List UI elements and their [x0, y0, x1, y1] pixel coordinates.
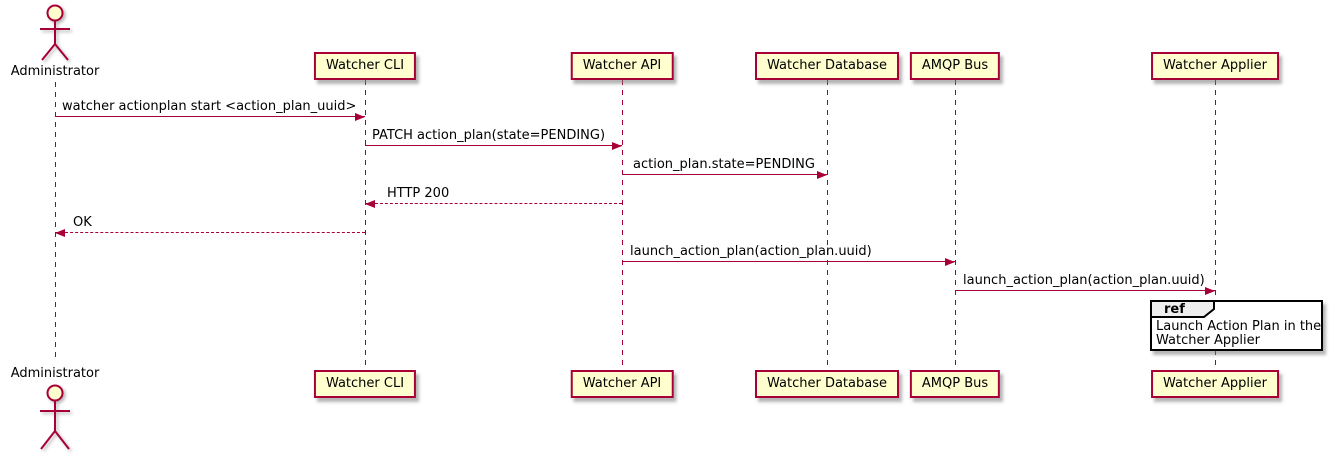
- ref-body: Launch Action Plan in the Watcher Applie…: [1156, 320, 1321, 348]
- lifeline-amqp-bus: [955, 80, 956, 370]
- message-line: [55, 232, 365, 233]
- message-label: launch_action_plan(action_plan.uuid): [630, 244, 872, 259]
- participant-watcher-applier-bottom: Watcher Applier: [1151, 370, 1279, 398]
- message-label: watcher actionplan start <action_plan_uu…: [62, 99, 357, 114]
- participant-watcher-database-bottom: Watcher Database: [755, 370, 899, 398]
- arrowhead-icon: [355, 113, 365, 121]
- participant-watcher-cli-bottom: Watcher CLI: [313, 370, 417, 398]
- arrowhead-icon: [945, 258, 955, 266]
- message-label: PATCH action_plan(state=PENDING): [372, 128, 606, 143]
- message-patch-action-plan: PATCH action_plan(state=PENDING): [365, 128, 622, 150]
- lifeline-watcher-applier: [1215, 80, 1216, 370]
- lifeline-watcher-database: [827, 80, 828, 370]
- message-line: [365, 145, 622, 146]
- lifeline-watcher-api: [622, 80, 623, 370]
- arrowhead-icon: [365, 200, 375, 208]
- message-line: [955, 290, 1215, 291]
- message-label: OK: [73, 215, 92, 230]
- arrowhead-icon: [55, 229, 65, 237]
- ref-text-line2: Watcher Applier: [1156, 333, 1260, 348]
- ref-keyword: ref: [1164, 302, 1185, 317]
- ref-text-line1: Launch Action Plan in the: [1156, 319, 1322, 334]
- arrowhead-icon: [817, 171, 827, 179]
- message-line: [55, 116, 365, 117]
- message-start-actionplan: watcher actionplan start <action_plan_uu…: [55, 99, 365, 121]
- message-label: HTTP 200: [387, 186, 450, 201]
- lifeline-watcher-cli: [365, 80, 366, 370]
- lifeline-administrator: [55, 82, 56, 362]
- message-state-pending: action_plan.state=PENDING: [622, 157, 827, 179]
- message-ok: OK: [55, 215, 365, 237]
- message-launch-to-applier: launch_action_plan(action_plan.uuid): [955, 273, 1215, 295]
- participant-watcher-cli-top: Watcher CLI: [313, 52, 417, 80]
- arrowhead-icon: [612, 142, 622, 150]
- message-line: [622, 261, 955, 262]
- ref-pentagon-icon: [1150, 300, 1215, 318]
- message-line: [622, 174, 827, 175]
- actor-icon: [40, 4, 70, 61]
- message-label: action_plan.state=PENDING: [633, 157, 815, 172]
- message-launch-to-amqp: launch_action_plan(action_plan.uuid): [622, 244, 955, 266]
- participant-watcher-database-top: Watcher Database: [755, 52, 899, 80]
- arrowhead-icon: [1205, 287, 1215, 295]
- participant-watcher-api-bottom: Watcher API: [570, 370, 674, 398]
- participant-watcher-applier-top: Watcher Applier: [1151, 52, 1279, 80]
- ref-fragment: ref Launch Action Plan in the Watcher Ap…: [1150, 300, 1323, 351]
- participant-amqp-bus-top: AMQP Bus: [909, 52, 1001, 80]
- participant-watcher-api-top: Watcher API: [570, 52, 674, 80]
- message-line: [365, 203, 622, 204]
- message-label: launch_action_plan(action_plan.uuid): [963, 273, 1205, 288]
- actor-label-bottom: Administrator: [10, 366, 100, 381]
- participant-amqp-bus-bottom: AMQP Bus: [909, 370, 1001, 398]
- actor-label-top: Administrator: [10, 64, 100, 79]
- actor-icon-bottom: [40, 384, 70, 450]
- message-http-200: HTTP 200: [365, 186, 622, 208]
